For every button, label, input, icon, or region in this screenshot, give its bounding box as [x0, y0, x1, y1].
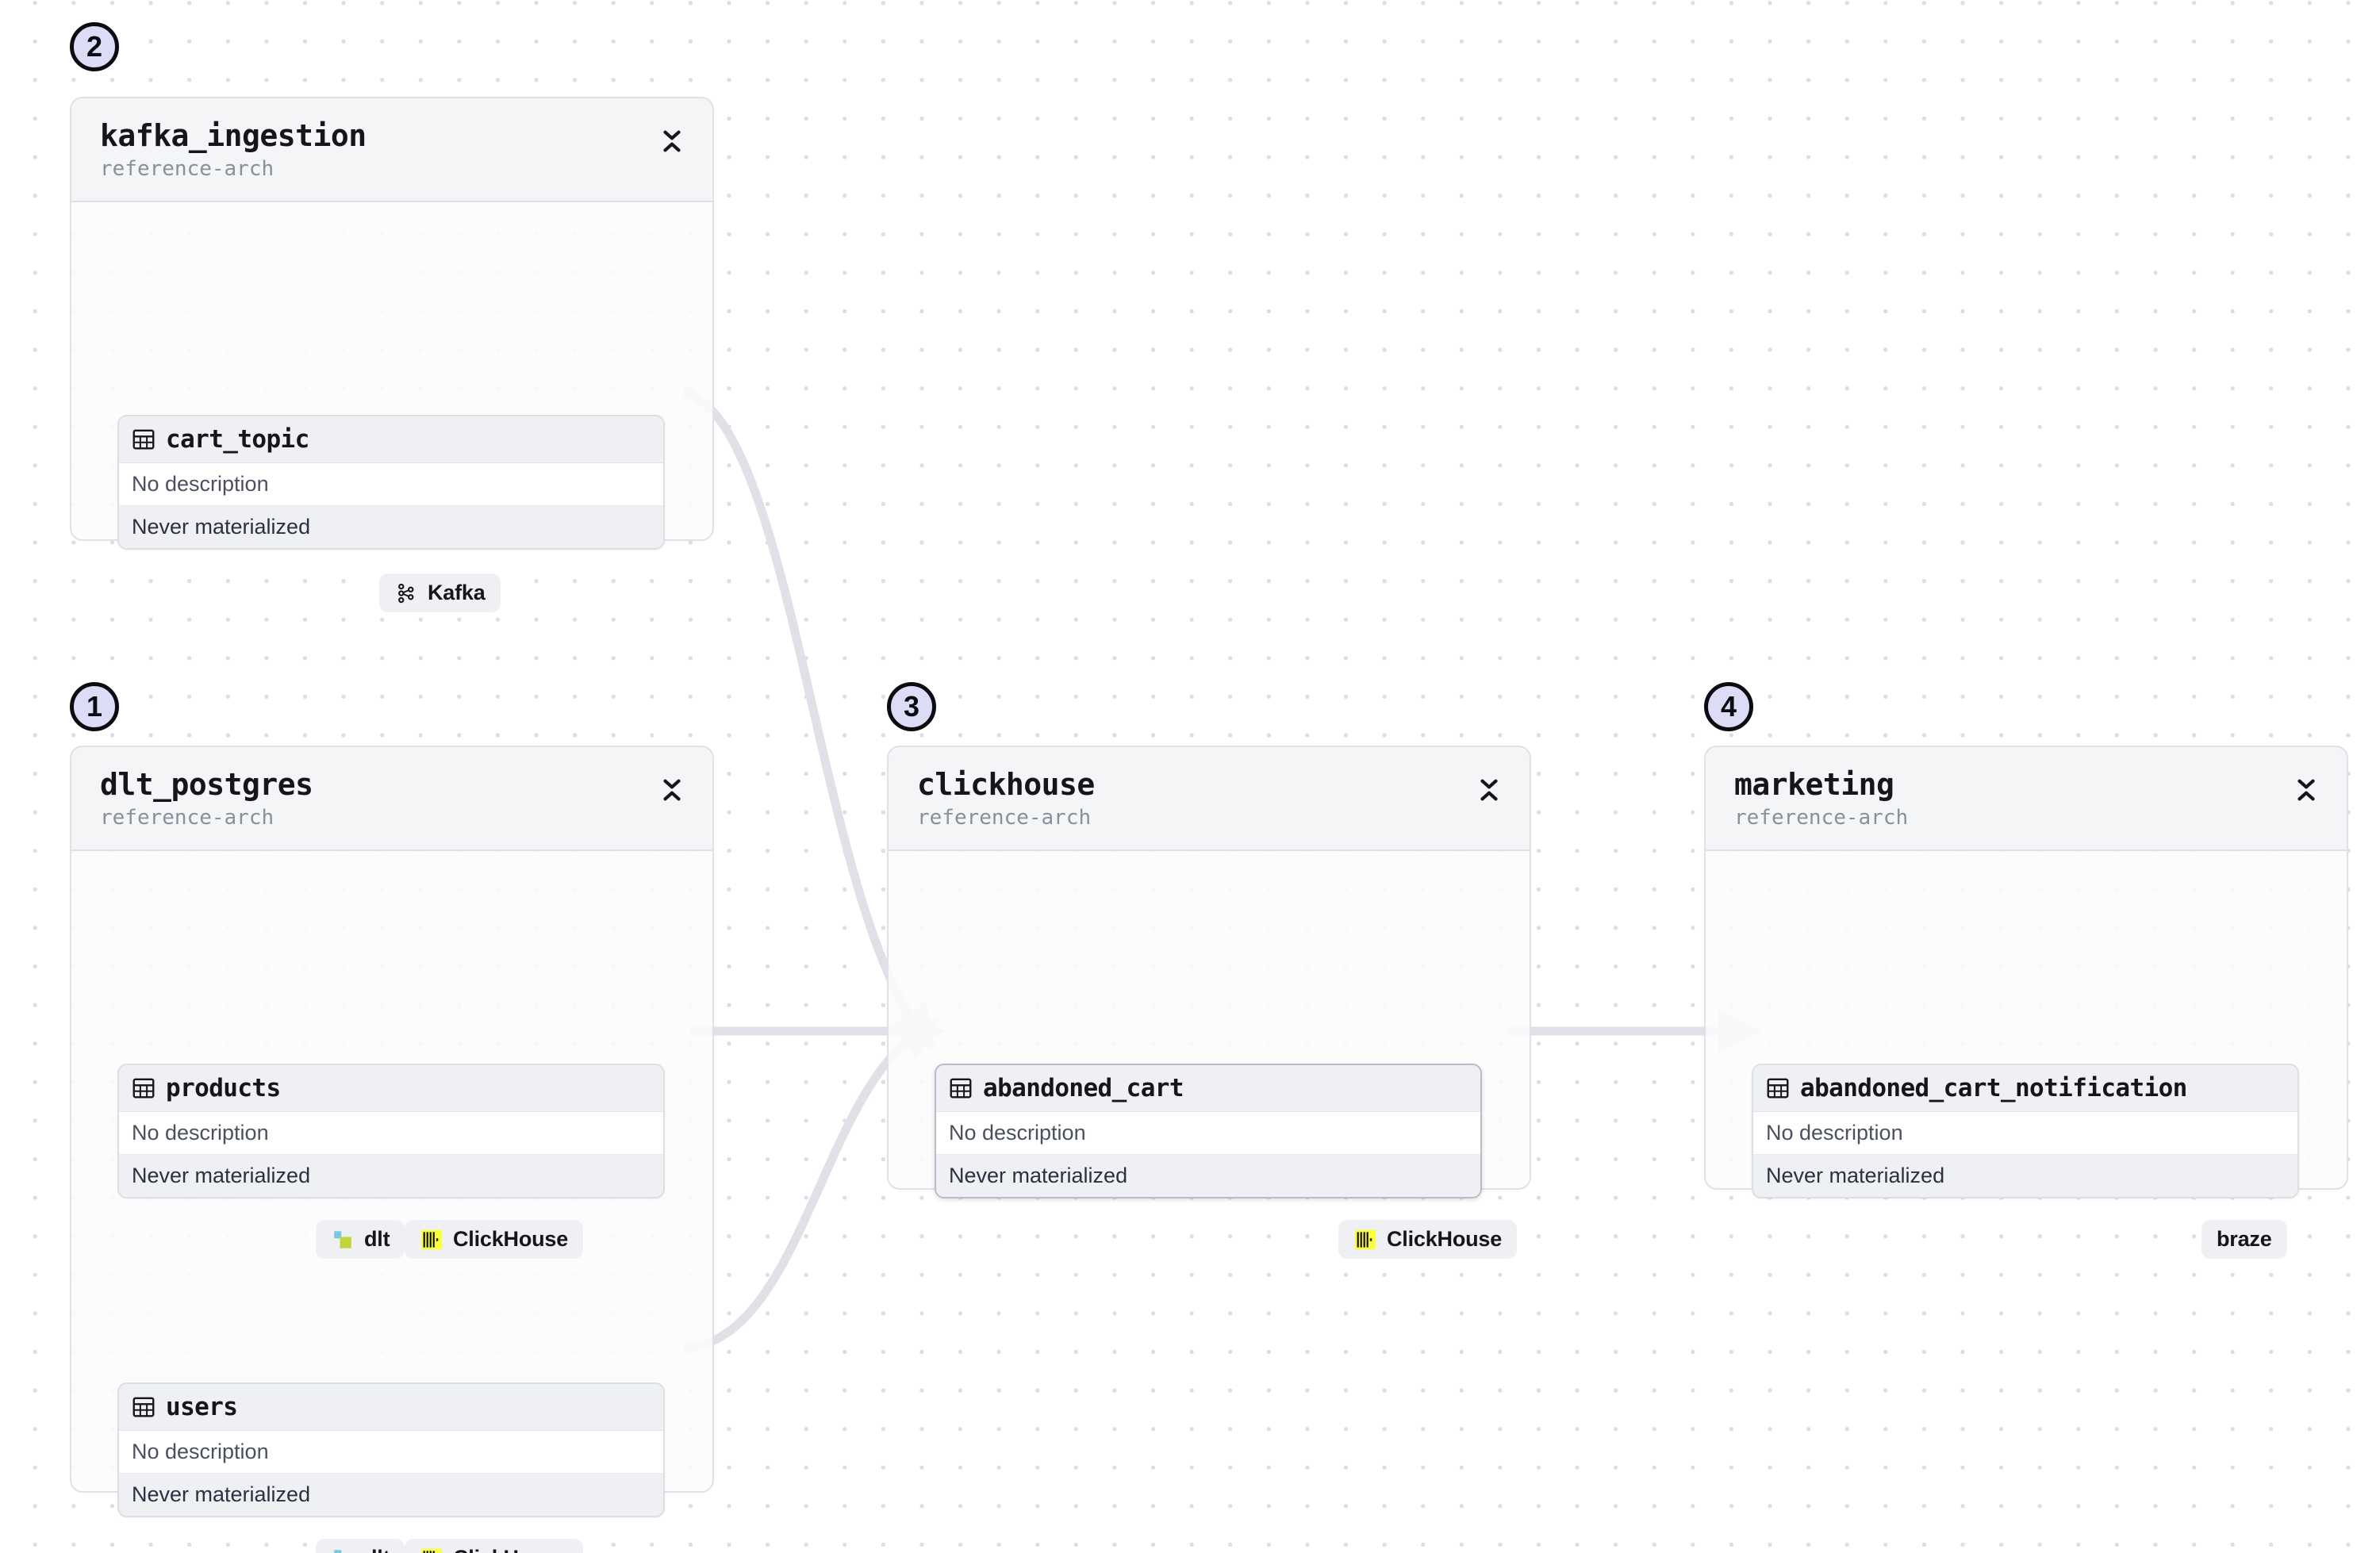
table-materialization-status: Never materialized — [119, 506, 663, 549]
clickhouse-icon — [421, 1229, 442, 1249]
group-node-dlt_postgres[interactable]: dlt_postgres reference-arch products No des… — [70, 746, 714, 1553]
integration-chip-label: dlt — [364, 1227, 390, 1252]
table-grid-icon — [1767, 1078, 1789, 1099]
integration-chip-label: ClickHouse — [453, 1546, 568, 1553]
integration-chip-clickhouse[interactable]: ClickHouse — [405, 1539, 584, 1553]
integration-chip-label: ClickHouse — [1387, 1227, 1503, 1252]
integration-chip-group: ClickHouse — [1338, 1220, 1518, 1260]
step-badge-3[interactable]: 3 — [887, 682, 936, 731]
lineage-edge — [682, 387, 935, 1051]
node-subtitle: reference-arch — [917, 805, 1092, 830]
integration-chip-label: Kafka — [428, 581, 486, 605]
table-name: abandoned_cart — [983, 1074, 1184, 1103]
node-title-block: marketing reference-arch — [1734, 768, 1908, 830]
node-header[interactable]: clickhouse reference-arch — [889, 747, 1530, 852]
node-subtitle: reference-arch — [1734, 805, 1909, 830]
table-description: No description — [119, 463, 663, 507]
integration-chip-group: ClickHouse — [405, 1539, 584, 1553]
step-badge-4[interactable]: 4 — [1704, 682, 1753, 731]
node-title: kafka_ingestion — [100, 118, 367, 153]
integration-chip-group: ClickHouse — [405, 1220, 584, 1260]
integration-chip-clickhouse[interactable]: ClickHouse — [405, 1220, 584, 1260]
table-materialization-status: Never materialized — [119, 1474, 663, 1517]
clickhouse-icon — [421, 1548, 442, 1553]
table-grid-icon — [132, 1078, 155, 1099]
collapse-node-button[interactable] — [2293, 774, 2320, 806]
node-subtitle: reference-arch — [100, 805, 274, 830]
collapse-node-button[interactable] — [658, 125, 685, 157]
node-title: clickhouse — [917, 767, 1095, 802]
integration-chip-label: ClickHouse — [453, 1227, 569, 1252]
table-name: products — [166, 1074, 281, 1103]
integration-chip-group: dlt — [316, 1220, 405, 1260]
step-badge-1[interactable]: 1 — [70, 682, 119, 731]
integration-chip-dlt[interactable]: dlt — [316, 1220, 405, 1260]
table-materialization-status: Never materialized — [119, 1155, 663, 1198]
node-subtitle: reference-arch — [100, 156, 274, 181]
integration-chip-group: dlt — [316, 1539, 405, 1553]
table-grid-icon — [132, 1397, 155, 1417]
table-materialization-status: Never materialized — [936, 1155, 1480, 1198]
integration-chip-group: braze — [2202, 1220, 2287, 1260]
table-card-header[interactable]: users — [119, 1384, 663, 1432]
node-header[interactable]: kafka_ingestion reference-arch — [71, 98, 712, 203]
table-grid-icon — [132, 429, 155, 450]
integration-chip-label: dlt — [364, 1546, 390, 1553]
clickhouse-icon — [1355, 1229, 1376, 1249]
lineage-edge — [683, 1018, 941, 1353]
integration-chip-kafka[interactable]: Kafka — [379, 573, 501, 613]
collapse-node-button[interactable] — [1476, 774, 1503, 806]
node-body: abandoned_cart_notification No descriptio… — [1706, 851, 2347, 1260]
step-badge-2[interactable]: 2 — [70, 22, 119, 71]
node-title-block: clickhouse reference-arch — [917, 768, 1095, 830]
table-description: No description — [1753, 1112, 2297, 1156]
table-name: abandoned_cart_notification — [1800, 1074, 2187, 1103]
table-description: No description — [119, 1112, 663, 1156]
table-name: users — [166, 1393, 238, 1422]
table-materialization-status: Never materialized — [1753, 1155, 2297, 1198]
node-title: dlt_postgres — [100, 767, 313, 802]
node-title-block: kafka_ingestion reference-arch — [100, 119, 367, 182]
table-description: No description — [936, 1112, 1480, 1156]
node-title-block: dlt_postgres reference-arch — [100, 768, 313, 830]
dlt-icon — [334, 1549, 342, 1553]
table-grid-icon — [950, 1078, 972, 1099]
kafka-icon — [398, 583, 414, 603]
dlt-icon — [334, 1230, 351, 1248]
node-header[interactable]: dlt_postgres reference-arch — [71, 747, 712, 852]
integration-chip-dlt[interactable]: dlt — [316, 1539, 405, 1553]
integration-chip-clickhouse[interactable]: ClickHouse — [1338, 1220, 1518, 1260]
table-card[interactable]: abandoned_cart_notification No descriptio… — [1752, 1064, 2299, 1199]
group-node-marketing[interactable]: marketing reference-arch abandoned_cart_no… — [1704, 746, 2348, 1260]
integration-chip-label: braze — [2217, 1227, 2272, 1252]
table-name: cart_topic — [166, 425, 309, 454]
integration-chip-group: Kafka — [379, 573, 501, 613]
table-card-header[interactable]: products — [119, 1065, 663, 1113]
table-description: No description — [119, 1431, 663, 1474]
table-card-header[interactable]: cart_topic — [119, 416, 663, 464]
collapse-node-button[interactable] — [658, 774, 685, 806]
node-title: marketing — [1734, 767, 1894, 802]
table-card-header[interactable]: abandoned_cart_notification — [1753, 1065, 2297, 1113]
node-header[interactable]: marketing reference-arch — [1706, 747, 2347, 852]
table-card-header[interactable]: abandoned_cart — [936, 1065, 1480, 1113]
integration-chip-braze[interactable]: braze — [2202, 1220, 2287, 1260]
